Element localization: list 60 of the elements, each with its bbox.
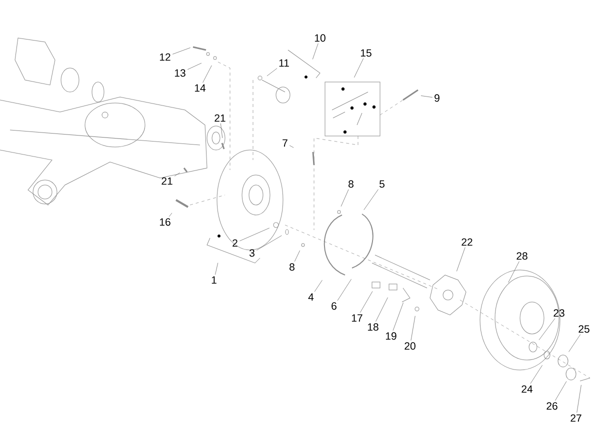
callout-number: 23 — [554, 309, 564, 317]
callout-number: 19 — [386, 332, 396, 340]
leader-line — [312, 43, 318, 60]
callout-number: 5 — [380, 180, 384, 188]
leader-line — [538, 318, 556, 340]
callout-number: 4 — [308, 293, 314, 301]
callout-number: 8 — [348, 180, 354, 188]
callout-number: 8 — [290, 263, 294, 271]
leader-line — [392, 302, 404, 331]
leader-line — [187, 62, 202, 70]
callout-number: 21 — [162, 177, 172, 185]
callout-number: 11 — [279, 59, 289, 67]
leader-line — [256, 235, 282, 250]
callout-number: 22 — [462, 238, 472, 246]
leader-line — [420, 96, 433, 98]
leader-line — [530, 365, 542, 384]
leader-line — [314, 280, 322, 292]
callout-number: 20 — [404, 342, 416, 350]
callout-number: 13 — [174, 69, 186, 77]
leader-line — [456, 247, 466, 272]
leader-line — [239, 228, 270, 242]
leader-line — [202, 65, 212, 83]
leader-line — [340, 189, 349, 207]
leader-line — [376, 297, 388, 322]
callout-number: 17 — [352, 314, 362, 322]
callout-number: 1 — [212, 276, 216, 284]
leader-line — [410, 316, 416, 341]
callout-number: 28 — [516, 252, 528, 260]
leader-line — [294, 250, 300, 262]
callout-number: 15 — [360, 49, 372, 57]
leader-line — [354, 58, 364, 78]
callout-number: 2 — [232, 239, 238, 247]
callout-number: 16 — [160, 218, 170, 226]
leader-line — [168, 212, 172, 217]
callout-number: 6 — [332, 302, 336, 310]
leader-line — [508, 261, 520, 283]
callout-number: 9 — [434, 94, 440, 102]
callout-number: 7 — [282, 139, 288, 147]
callout-number: 26 — [546, 402, 558, 410]
leader-line — [174, 172, 180, 176]
leader-line — [289, 145, 294, 148]
leader-line — [266, 68, 278, 76]
leader-line — [568, 334, 581, 352]
leader-line — [337, 279, 352, 301]
leader-line — [554, 381, 567, 401]
leader-line — [215, 262, 218, 275]
leader-line — [364, 189, 378, 210]
callout-number: 10 — [314, 34, 326, 42]
callout-number: 24 — [522, 385, 533, 393]
callout-number: 18 — [368, 323, 378, 331]
callout-number: 12 — [160, 53, 170, 61]
leader-line — [576, 384, 582, 413]
leader-line — [360, 291, 373, 313]
callout-number: 3 — [249, 249, 254, 257]
leader-line — [220, 123, 223, 138]
callout-number: 21 — [214, 114, 226, 122]
callout-number: 25 — [578, 325, 590, 333]
leader-line — [172, 48, 190, 54]
callout-number: 27 — [570, 414, 582, 422]
callout-number: 14 — [194, 84, 206, 92]
